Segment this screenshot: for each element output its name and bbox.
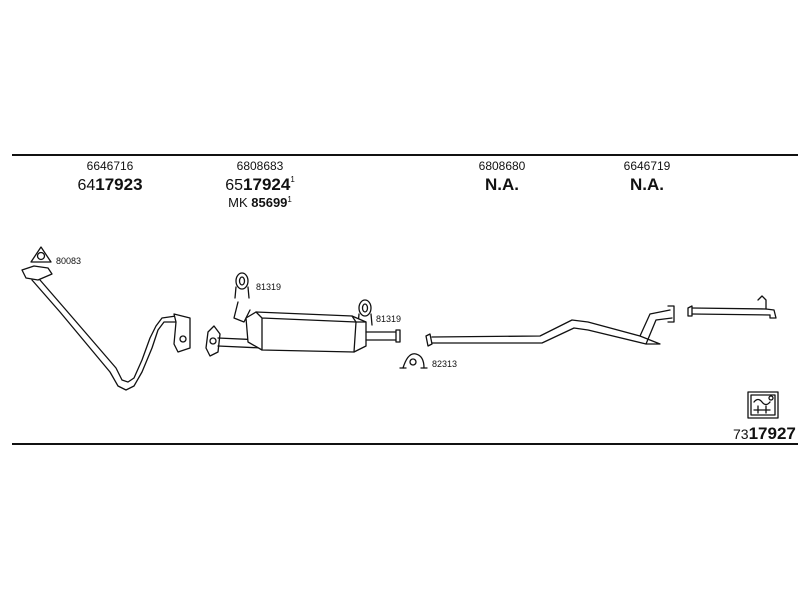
intermediate-pipe <box>425 305 675 347</box>
kit-box-icon <box>747 391 779 419</box>
bottom-divider <box>12 443 798 445</box>
middle-silencer-part-label: 6808683 65179241 MK 856991 <box>215 160 305 209</box>
part-number: N.A. <box>630 175 664 194</box>
footnote-marker: 1 <box>290 175 295 184</box>
front-pipe-part-label: 6646716 6417923 <box>70 160 150 194</box>
footnote-marker: 1 <box>287 195 292 204</box>
oem-number: 6808680 <box>478 159 526 173</box>
oem-number: 6646716 <box>86 159 134 173</box>
tail-pipe-part-label: 6646719 N.A. <box>607 160 687 194</box>
mounting-kit-number: MK 856991 <box>228 195 292 210</box>
gasket-icon <box>30 246 52 263</box>
tail-pipe <box>687 295 777 319</box>
oem-number: 6808683 <box>236 159 284 173</box>
hanger-front-label: 81319 <box>256 282 281 292</box>
rubber-hanger-icon <box>234 272 250 299</box>
intermediate-pipe-part-label: 6808680 N.A. <box>462 160 542 194</box>
hanger-rear-label: 81319 <box>376 314 401 324</box>
part-number: N.A. <box>485 175 519 194</box>
pipe-clamp-icon <box>399 353 428 369</box>
part-number: 65179241 <box>225 175 295 194</box>
complete-kit-number: 7317927 <box>733 424 796 443</box>
clamp-label: 82313 <box>432 359 457 369</box>
top-divider <box>12 154 798 156</box>
part-number: 6417923 <box>77 175 143 194</box>
front-pipe <box>21 265 191 391</box>
gasket-front-label: 80083 <box>56 256 81 266</box>
oem-number: 6646719 <box>623 159 671 173</box>
middle-silencer <box>205 301 401 357</box>
